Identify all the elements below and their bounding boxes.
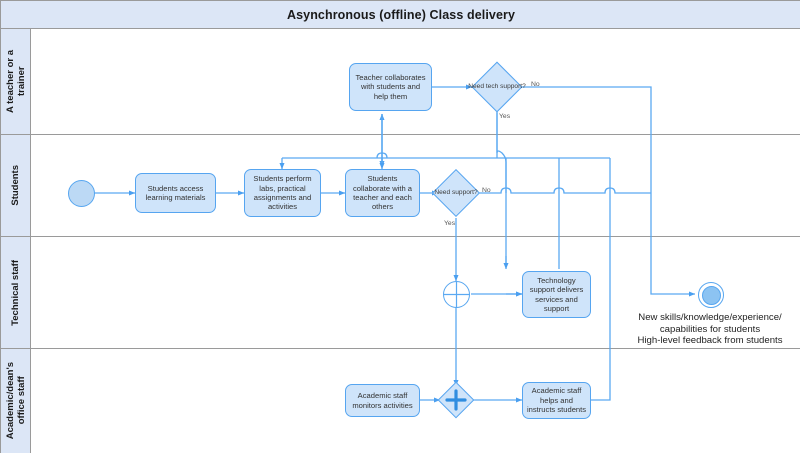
gateway-parallel-join[interactable] bbox=[437, 381, 475, 419]
task-teacher-collaborates-label: Teacher collaborates with students and h… bbox=[355, 72, 426, 101]
task-students-collaborate-label: Students collaborate with a teacher and … bbox=[352, 174, 413, 212]
task-technology-support-delivers[interactable]: Technology support delivers services and… bbox=[522, 271, 591, 318]
edge-label-tech-yes: Yes bbox=[499, 113, 511, 120]
gateway-need-support-label: Need support? bbox=[434, 189, 478, 197]
intermediate-merge-event[interactable] bbox=[443, 281, 470, 308]
lane-label-students: Students bbox=[1, 135, 31, 236]
task-students-perform-label: Students perform labs, practical assignm… bbox=[253, 174, 312, 212]
merge-cross-icon bbox=[444, 282, 469, 307]
task-students-collaborate[interactable]: Students collaborate with a teacher and … bbox=[345, 169, 420, 217]
task-students-perform[interactable]: Students perform labs, practical assignm… bbox=[244, 169, 321, 217]
plus-icon bbox=[445, 389, 467, 411]
lane-label-academic-office-staff-text: Academic/dean's office staff bbox=[4, 362, 27, 440]
lane-label-students-text: Students bbox=[10, 165, 21, 206]
gateway-need-tech-support-label: Need tech support? bbox=[468, 83, 526, 91]
task-students-access[interactable]: Students access learning materials bbox=[135, 173, 216, 213]
lane-label-teacher-text: A teacher or a trainer bbox=[4, 49, 27, 113]
edge-label-tech-no: No bbox=[531, 81, 540, 88]
outcome-annotation: New skills/knowledge/experience/ capabil… bbox=[637, 312, 783, 347]
task-academic-monitors[interactable]: Academic staff monitors activities bbox=[345, 384, 420, 417]
task-academic-helps-label: Academic staff helps and instructs stude… bbox=[526, 386, 587, 415]
edge-label-support-yes: Yes bbox=[444, 220, 456, 227]
task-students-access-label: Students access learning materials bbox=[145, 183, 206, 202]
gateway-need-support[interactable]: Need support? bbox=[431, 168, 481, 218]
task-technology-support-delivers-label: Technology support delivers services and… bbox=[529, 275, 584, 313]
lane-label-technical-staff-text: Technical staff bbox=[10, 259, 21, 326]
lane-label-academic-office-staff: Academic/dean's office staff bbox=[1, 349, 31, 453]
task-teacher-collaborates[interactable]: Teacher collaborates with students and h… bbox=[349, 63, 432, 111]
end-event[interactable] bbox=[698, 282, 724, 308]
lane-label-technical-staff: Technical staff bbox=[1, 237, 31, 348]
end-event-inner bbox=[701, 285, 721, 305]
start-event[interactable] bbox=[68, 180, 95, 207]
task-academic-helps[interactable]: Academic staff helps and instructs stude… bbox=[522, 382, 591, 419]
lane-label-teacher: A teacher or a trainer bbox=[1, 29, 31, 134]
task-academic-monitors-label: Academic staff monitors activities bbox=[352, 391, 413, 410]
pool-title: Asynchronous (offline) Class delivery bbox=[1, 1, 800, 29]
edge-label-support-no: No bbox=[482, 187, 491, 194]
gateway-need-tech-support[interactable]: Need tech support? bbox=[468, 61, 526, 113]
